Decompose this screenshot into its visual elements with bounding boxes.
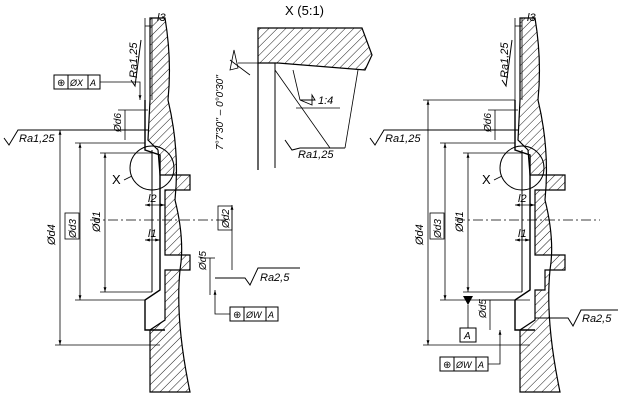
right-d1: Ød1 <box>454 211 466 233</box>
left-d3: Ød3 <box>68 219 79 239</box>
left-ra-left: Ra1,25 <box>19 133 55 145</box>
detail-ra: Ra1,25 <box>298 149 334 161</box>
left-body-section <box>147 17 191 393</box>
left-detail-circle <box>129 145 175 191</box>
right-view-label: X <box>482 172 491 187</box>
left-d2: Ød2 <box>221 209 232 229</box>
svg-text:⊕: ⊕ <box>443 360 451 371</box>
right-fcf-bottom: ⊕ ØW A <box>439 330 502 372</box>
svg-text:ØX: ØX <box>69 78 84 88</box>
left-d1: Ød1 <box>91 211 103 233</box>
svg-text:ØW: ØW <box>455 360 473 370</box>
svg-text:A: A <box>477 360 484 370</box>
left-fcf-top: ⊕ ØX A <box>53 74 142 100</box>
right-d6: Ød6 <box>483 113 494 133</box>
right-d5: Ød5 <box>478 299 489 319</box>
detail-angle: 7°7'30'' – 0°0'30'' <box>215 74 226 150</box>
detail-view: X (5:1) 7°7'30'' – 0°0'30'' 1:4 Ra1,25 <box>215 3 373 170</box>
right-datum: A <box>463 331 471 342</box>
left-view: l3 Ra1,25 ⊕ ØX A Ra1,25 Ød4 Ød3 <box>3 12 300 393</box>
left-bore-outline <box>144 100 165 331</box>
svg-text:⊕: ⊕ <box>233 310 241 321</box>
right-ra-left: Ra1,25 <box>385 133 421 145</box>
right-body-section <box>517 17 566 393</box>
left-view-label: X <box>112 172 121 187</box>
left-l2: l2 <box>148 193 157 205</box>
left-d4: Ød4 <box>46 224 58 246</box>
svg-text:A: A <box>267 310 274 320</box>
detail-title: X (5:1) <box>285 3 324 18</box>
detail-taper: 1:4 <box>318 95 333 107</box>
right-l2: l2 <box>518 193 527 205</box>
svg-text:ØW: ØW <box>245 310 263 320</box>
left-d6: Ød6 <box>113 113 124 133</box>
left-l1: l1 <box>148 228 157 240</box>
right-l1: l1 <box>518 228 527 240</box>
right-view: l3 Ra1,25 Ra1,25 Ød4 Ød3 Ød1 Ød6 X l2 l1 <box>369 12 618 393</box>
left-d5: Ød5 <box>198 251 209 271</box>
right-l3-label: l3 <box>527 12 536 24</box>
left-l3-label: l3 <box>157 12 166 24</box>
left-fcf-bottom: ⊕ ØW A <box>213 290 279 322</box>
right-detail-circle <box>499 145 545 191</box>
right-bore-outline <box>514 100 535 331</box>
right-ra-d5: Ra2,5 <box>582 313 612 325</box>
right-d4: Ød4 <box>414 224 426 246</box>
svg-text:A: A <box>89 78 96 88</box>
right-d3: Ød3 <box>433 219 444 239</box>
svg-text:⊕: ⊕ <box>57 78 65 89</box>
left-ra-d5: Ra2,5 <box>260 272 290 284</box>
